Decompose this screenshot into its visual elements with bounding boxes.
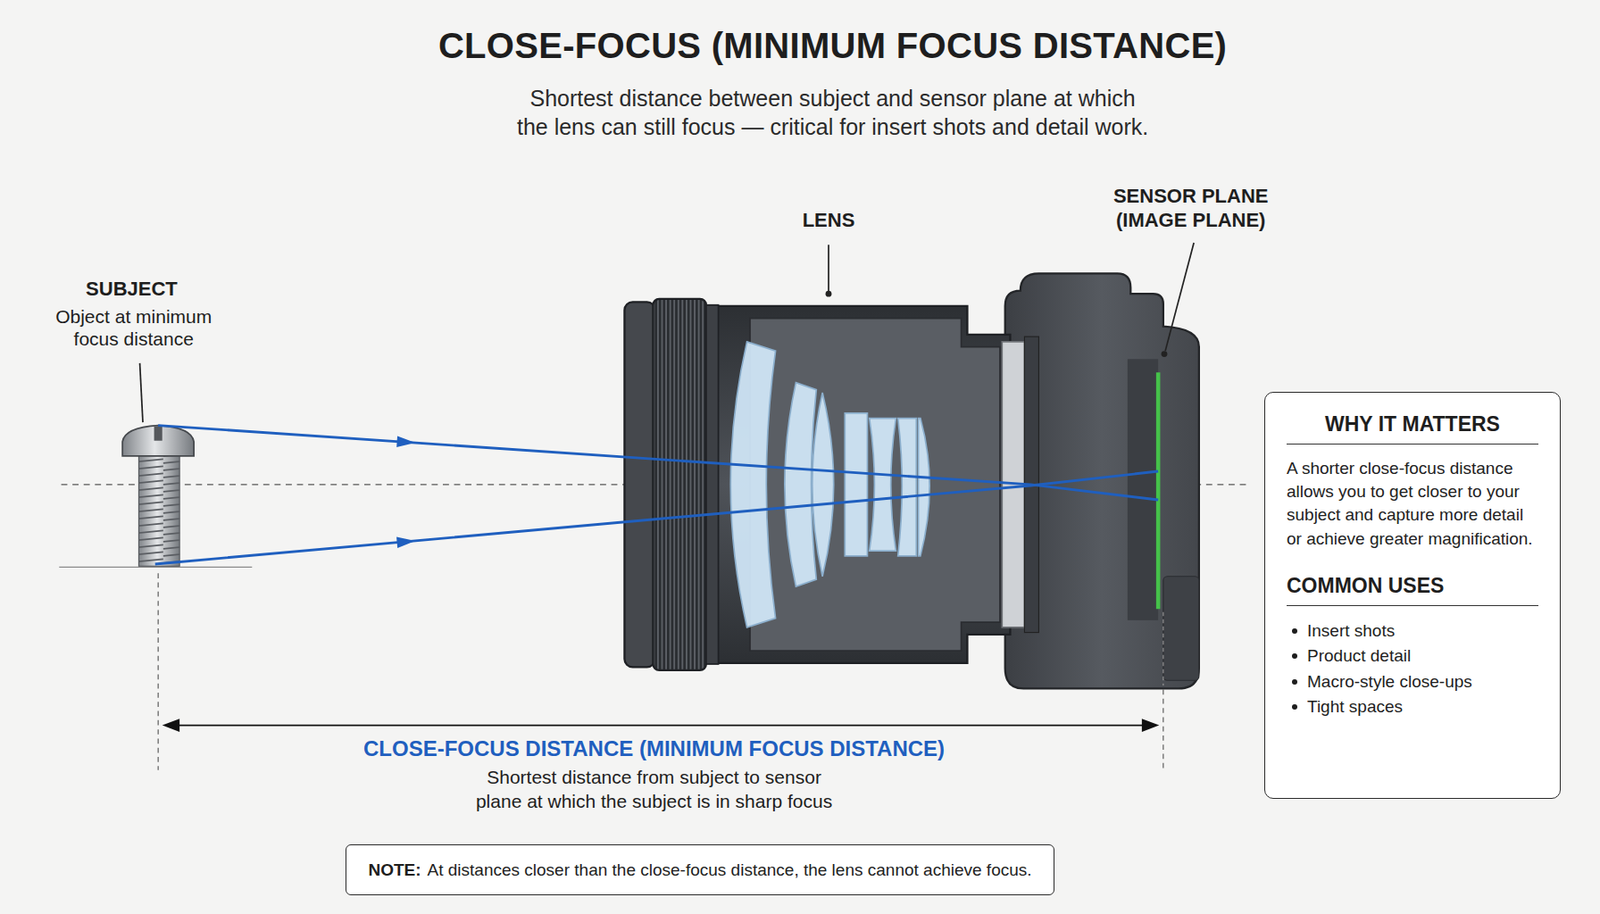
- part-description: Object at minimum focus distance: [46, 305, 221, 351]
- leader-line: [140, 363, 143, 423]
- screw-subject: [58, 566, 252, 568]
- list-text: Tight spaces: [1307, 694, 1403, 721]
- camera-body: [1127, 358, 1159, 621]
- leader-line: [1165, 242, 1194, 351]
- lens-elements: [898, 418, 917, 557]
- list-item: Macro-style close-ups: [1286, 669, 1539, 696]
- bullet-dot: [1291, 704, 1298, 710]
- list-item: Insert shots: [1286, 618, 1539, 645]
- list-text: Macro-style close-ups: [1307, 669, 1473, 696]
- note-heading: NOTE:: [367, 860, 421, 881]
- info-panel: WHY IT MATTERS A shorter close-focus dist…: [1264, 391, 1561, 800]
- lens-barrel: [714, 306, 1010, 664]
- note-text: At distances closer than the close-focus…: [427, 860, 1033, 881]
- lens-elements: [730, 341, 775, 628]
- lens-barrel: [706, 305, 719, 665]
- panel-heading: WHY IT MATTERS: [1286, 412, 1539, 445]
- list-item: Product detail: [1286, 643, 1539, 670]
- lens-illustration: [58, 242, 1247, 771]
- bullet-dot: [1291, 628, 1298, 634]
- lens-elements: [812, 392, 834, 577]
- list-text: Product detail: [1307, 643, 1411, 670]
- dimension-line: [158, 573, 159, 771]
- part-label: SUBJECT: [85, 277, 178, 301]
- lens-barrel: [652, 299, 706, 671]
- dimension-line: [1162, 690, 1164, 771]
- lens-barrel: [750, 318, 1000, 652]
- screw-subject: [138, 455, 180, 566]
- light-ray: [155, 425, 1159, 565]
- leader-line: [825, 291, 833, 298]
- screw-subject: [122, 425, 194, 457]
- screw-subject: [154, 426, 163, 442]
- dimension-description: Shortest distance from subject to sensor…: [431, 766, 878, 814]
- panel-body: A shorter close-focus distance allows yo…: [1286, 457, 1539, 551]
- dimension-line: [173, 725, 1148, 727]
- subtitle: Shortest distance between subject and se…: [382, 83, 1284, 142]
- ray-arrowhead: [396, 435, 416, 449]
- dimension-line: [1141, 718, 1159, 733]
- diagram-title: CLOSE-FOCUS (MINIMUM FOCUS DISTANCE): [438, 25, 1227, 67]
- light-ray: [155, 471, 1159, 565]
- lens-elements: [918, 418, 931, 557]
- dimension-line: [162, 718, 180, 733]
- leader-line: [1161, 350, 1168, 358]
- ray-arrowhead: [396, 535, 417, 549]
- part-label: LENS: [802, 208, 856, 233]
- screw-subject: [58, 425, 252, 568]
- ray-arrowhead: [396, 435, 417, 549]
- panel-heading: COMMON USES: [1286, 574, 1539, 607]
- lens-barrel: [624, 301, 655, 667]
- bullet-dot: [1291, 679, 1298, 685]
- dimension-line: [158, 573, 1164, 771]
- list-text: Insert shots: [1307, 618, 1395, 645]
- note-box: NOTE: At distances closer than the close-…: [345, 844, 1054, 896]
- lens-elements: [844, 413, 867, 557]
- sensor-plane: [1162, 612, 1164, 686]
- dimension-label: CLOSE-FOCUS DISTANCE (MINIMUM FOCUS DIST…: [363, 736, 945, 763]
- leader-line: [827, 244, 830, 292]
- lens-elements: [730, 341, 930, 628]
- list-item: Tight spaces: [1286, 694, 1539, 721]
- lens-elements: [869, 418, 897, 552]
- camera-body: [1163, 576, 1200, 682]
- part-label: SENSOR PLANE (IMAGE PLANE): [1097, 183, 1285, 234]
- leader-line: [825, 242, 1195, 358]
- sensor-plane: [1156, 372, 1161, 609]
- screw-subject: [138, 452, 180, 567]
- bullet-dot: [1291, 653, 1298, 659]
- lens-barrel: [624, 299, 1039, 671]
